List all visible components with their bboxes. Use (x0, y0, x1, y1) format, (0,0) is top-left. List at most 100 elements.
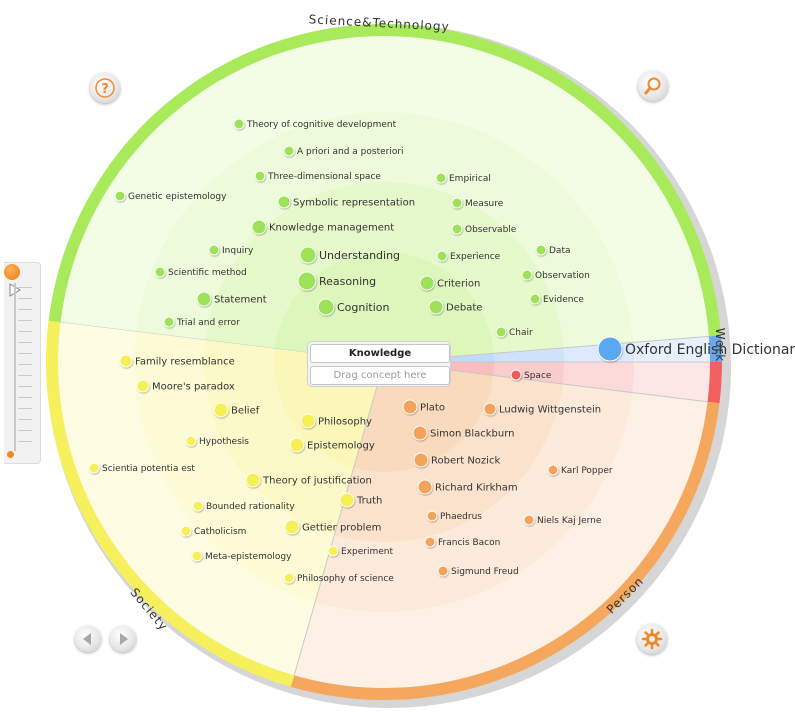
concept-dot[interactable] (289, 437, 305, 453)
concept-label[interactable]: Richard Kirkham (435, 483, 518, 494)
sector-ring-work[interactable] (708, 335, 722, 362)
search-button[interactable] (638, 71, 668, 101)
zoom-in-knob[interactable] (4, 264, 20, 280)
concept-node[interactable]: A priori and a posteriori (283, 145, 404, 157)
concept-label[interactable]: Criterion (437, 279, 480, 290)
concept-dot[interactable] (300, 413, 316, 429)
concept-dot[interactable] (412, 425, 428, 441)
concept-node[interactable]: Francis Bacon (424, 536, 500, 548)
concept-dot[interactable] (426, 510, 438, 522)
concept-dot[interactable] (529, 293, 541, 305)
concept-node[interactable]: Experiment (327, 545, 393, 557)
concept-dot[interactable] (413, 452, 429, 468)
back-button[interactable] (75, 626, 101, 652)
concept-dot[interactable] (245, 472, 261, 488)
concept-dot[interactable] (510, 369, 522, 381)
concept-dot[interactable] (88, 462, 100, 474)
concept-node[interactable]: Sigmund Freud (437, 565, 519, 577)
concept-dot[interactable] (495, 326, 507, 338)
sector-ring-society[interactable] (45, 320, 295, 687)
concept-label[interactable]: Knowledge management (269, 223, 394, 234)
concept-label[interactable]: Phaedrus (440, 512, 482, 522)
concept-node[interactable]: Symbolic representation (277, 195, 415, 209)
concept-dot[interactable] (136, 379, 150, 393)
concept-node[interactable]: Meta-epistemology (191, 550, 292, 562)
concept-dot[interactable] (119, 354, 133, 368)
concept-label[interactable]: Scientia potentia est (102, 464, 195, 474)
concept-label[interactable]: Reasoning (319, 275, 376, 288)
concept-node[interactable]: Chair (495, 326, 533, 338)
concept-node[interactable]: Measure (451, 197, 504, 209)
concept-label[interactable]: Experience (450, 252, 501, 262)
concept-node[interactable]: Simon Blackburn (412, 425, 515, 441)
concept-dot[interactable] (251, 219, 267, 235)
concept-node[interactable]: Observable (451, 223, 517, 235)
concept-label[interactable]: Understanding (319, 249, 400, 262)
concept-label[interactable]: Ludwig Wittgenstein (499, 405, 601, 416)
concept-node[interactable]: Ludwig Wittgenstein (483, 402, 601, 416)
forward-button[interactable] (110, 626, 136, 652)
concept-label[interactable]: Bounded rationality (206, 502, 295, 512)
concept-label[interactable]: Experiment (341, 547, 393, 557)
concept-label[interactable]: Chair (509, 328, 533, 338)
concept-label[interactable]: Catholicism (194, 527, 246, 537)
concept-label[interactable]: Plato (420, 403, 445, 414)
concept-dot[interactable] (547, 464, 559, 476)
concept-label[interactable]: Inquiry (222, 246, 254, 256)
concept-dot[interactable] (523, 514, 535, 526)
concept-label[interactable]: Family resemblance (135, 357, 235, 368)
concept-label[interactable]: Measure (465, 199, 504, 209)
concept-node[interactable]: Inquiry (208, 244, 254, 256)
concept-dot[interactable] (535, 244, 547, 256)
concept-dot[interactable] (233, 118, 245, 130)
concept-node[interactable]: Philosophy (300, 413, 372, 429)
concept-node[interactable]: Richard Kirkham (417, 479, 518, 495)
concept-label[interactable]: Genetic epistemology (128, 192, 227, 202)
concept-label[interactable]: Oxford English Dictionary (625, 342, 795, 358)
concept-node[interactable]: Data (535, 244, 571, 256)
concept-dot[interactable] (297, 271, 317, 291)
concept-node[interactable]: Plato (402, 399, 445, 415)
concept-label[interactable]: Hypothesis (199, 437, 249, 447)
concept-dot[interactable] (428, 299, 444, 315)
concept-label[interactable]: Niels Kaj Jerne (537, 516, 602, 526)
concept-label[interactable]: Space (524, 371, 552, 381)
concept-node[interactable]: Evidence (529, 293, 584, 305)
concept-node[interactable]: Theory of justification (245, 472, 372, 488)
concept-dot[interactable] (283, 572, 295, 584)
concept-drop-target[interactable]: Drag concept here (310, 366, 450, 385)
concept-label[interactable]: Belief (231, 406, 260, 417)
concept-dot[interactable] (277, 195, 291, 209)
concept-label[interactable]: Scientific method (168, 268, 247, 278)
concept-label[interactable]: Simon Blackburn (430, 429, 515, 440)
concept-node[interactable]: Experience (436, 250, 501, 262)
concept-node[interactable]: Theory of cognitive development (233, 118, 397, 130)
concept-node[interactable]: Karl Popper (547, 464, 613, 476)
settings-button[interactable] (637, 624, 667, 654)
concept-label[interactable]: Data (549, 246, 571, 256)
concept-node[interactable]: Bounded rationality (192, 500, 295, 512)
concept-label[interactable]: Trial and error (176, 318, 240, 328)
concept-dot[interactable] (521, 269, 533, 281)
concept-label[interactable]: Symbolic representation (293, 198, 415, 209)
concept-label[interactable]: Observable (465, 225, 517, 235)
concept-dot[interactable] (163, 316, 175, 328)
concept-dot[interactable] (436, 250, 448, 262)
concept-node[interactable]: Family resemblance (119, 354, 235, 368)
concept-dot[interactable] (339, 492, 355, 508)
concept-node[interactable]: Three-dimensional space (254, 170, 381, 182)
concept-dot[interactable] (435, 172, 447, 184)
concept-label[interactable]: Meta-epistemology (205, 552, 292, 562)
concept-node[interactable]: Philosophy of science (283, 572, 394, 584)
concept-node[interactable]: Knowledge management (251, 219, 394, 235)
zoom-slider[interactable] (4, 262, 41, 464)
concept-dot[interactable] (299, 246, 317, 264)
concept-label[interactable]: A priori and a posteriori (297, 147, 404, 157)
concept-dot[interactable] (154, 266, 166, 278)
concept-node[interactable]: Trial and error (163, 316, 240, 328)
concept-label[interactable]: Epistemology (307, 441, 375, 452)
concept-dot[interactable] (317, 298, 335, 316)
concept-label[interactable]: Philosophy (318, 417, 372, 428)
concept-dot[interactable] (284, 519, 300, 535)
concept-node[interactable]: Catholicism (180, 525, 246, 537)
